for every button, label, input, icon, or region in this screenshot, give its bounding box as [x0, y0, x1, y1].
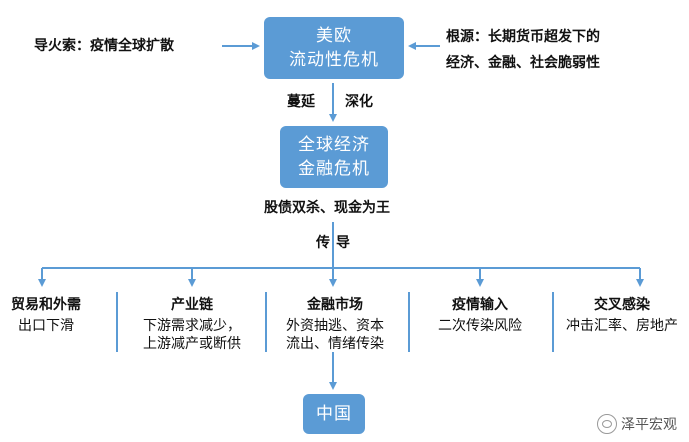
- root-cause-label-line-2: 经济、金融、社会脆弱性: [446, 55, 600, 71]
- channel-1-title: 贸易和外需: [11, 297, 81, 313]
- channel-2-line-2: 上游减产或断供: [143, 336, 241, 352]
- root-cause-label-line-1: 根源：长期货币超发下的: [446, 29, 600, 45]
- top-box-line-2: 流动性危机: [289, 50, 379, 70]
- top-box-us-europe-liquidity-crisis: 美欧 流动性危机: [264, 17, 404, 79]
- channel-5-line-1: 冲击汇率、房地产: [566, 318, 678, 334]
- channel-5-title: 交叉感染: [594, 297, 650, 313]
- wechat-icon: [597, 414, 617, 434]
- channel-2-line-1: 下游需求减少，: [143, 318, 241, 334]
- middle-box-line-1: 全球经济: [298, 135, 370, 155]
- deepen-label: 深化: [345, 94, 373, 110]
- channel-1-line-1: 出口下滑: [18, 318, 74, 334]
- spread-label: 蔓延: [287, 94, 315, 110]
- trigger-label: 导火索：疫情全球扩散: [34, 38, 174, 54]
- transmit-label: 传导: [316, 235, 356, 251]
- top-box-line-1: 美欧: [316, 26, 352, 46]
- middle-box-line-2: 金融危机: [298, 159, 370, 179]
- bottom-box-china: 中国: [303, 394, 365, 434]
- middle-subtitle: 股债双杀、现金为王: [264, 200, 390, 216]
- channel-3-title: 金融市场: [307, 297, 363, 313]
- channel-4-line-1: 二次传染风险: [438, 318, 522, 334]
- channel-4-title: 疫情输入: [452, 297, 508, 313]
- bottom-box-label: 中国: [316, 404, 352, 424]
- channel-2-title: 产业链: [171, 297, 213, 313]
- channel-3-line-1: 外资抽逃、资本: [286, 318, 384, 334]
- middle-box-global-crisis: 全球经济 金融危机: [280, 126, 388, 188]
- watermark: 泽平宏观: [597, 414, 677, 434]
- watermark-text: 泽平宏观: [621, 417, 677, 433]
- channel-3-line-2: 流出、情绪传染: [286, 336, 384, 352]
